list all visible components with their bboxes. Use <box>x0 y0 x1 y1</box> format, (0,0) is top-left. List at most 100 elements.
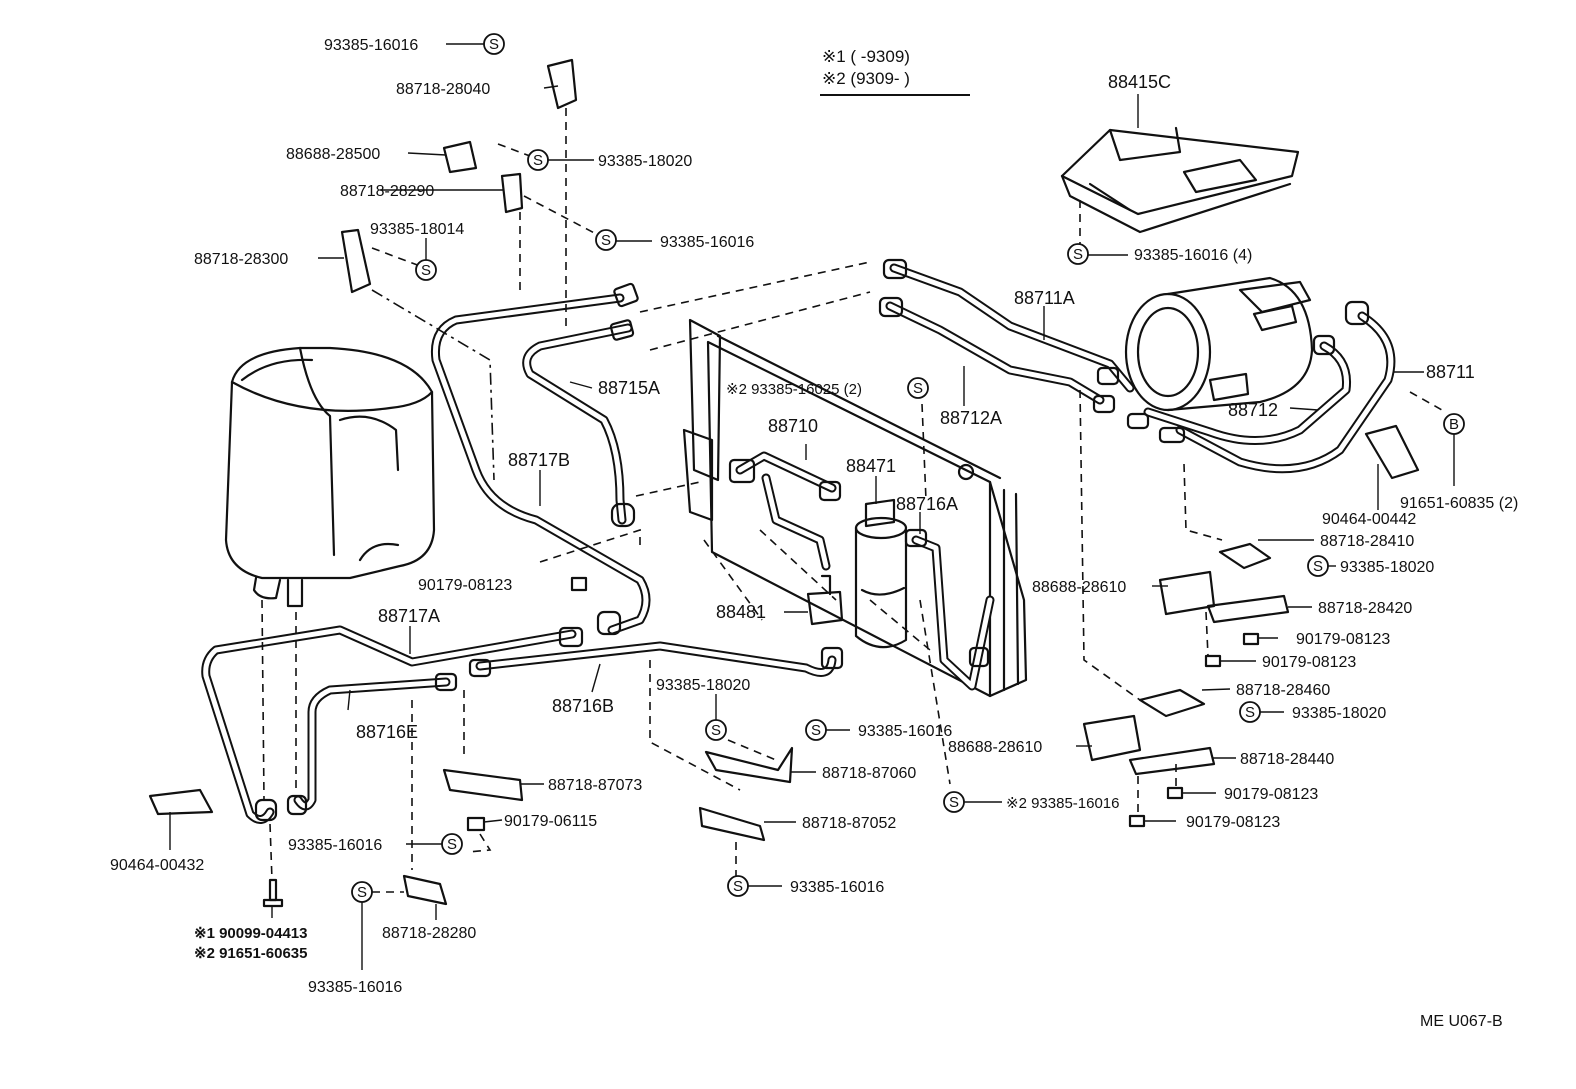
condenser-drawing <box>682 318 1028 698</box>
label-88481: 88481 <box>716 602 766 622</box>
s-symbol-14-letter: S <box>357 884 367 901</box>
fitting-nuts-drawing <box>254 258 1370 822</box>
s-symbol-5-letter: S <box>1073 246 1083 263</box>
label-88415C: 88415C <box>1108 72 1171 92</box>
s-symbol-1: S <box>483 33 505 55</box>
label-90179-08123-d: 90179-08123 <box>1224 786 1318 803</box>
s-symbol-10: S <box>805 719 827 741</box>
s-symbol-7-letter: S <box>1313 558 1323 575</box>
label-88710: 88710 <box>768 416 818 436</box>
s-symbol-9-letter: S <box>711 722 721 739</box>
label-93385-18020-a: 93385-18020 <box>598 153 692 170</box>
s-symbol-1-letter: S <box>489 36 499 53</box>
receiver-drier-drawing <box>854 498 908 649</box>
label-88718-87060: 88718-87060 <box>822 765 916 782</box>
s-symbol-11-letter: S <box>949 794 959 811</box>
s-symbol-9: S <box>705 719 727 741</box>
label-93385-16016-c: 93385-16016 <box>858 723 952 740</box>
label-90464-00442: 90464-00442 <box>1322 511 1416 528</box>
s-symbol-10-letter: S <box>811 722 821 739</box>
label-88718-28290: 88718-28290 <box>340 183 434 200</box>
b-symbol-1-letter: B <box>1449 416 1459 433</box>
s-symbol-8: S <box>1239 701 1261 723</box>
part-number-labels: 93385-16016 88718-28040 88688-28500 9338… <box>110 37 1518 996</box>
label-88718-28410: 88718-28410 <box>1320 533 1414 550</box>
label-93385-16016-g: 93385-16016 <box>308 979 402 996</box>
s-symbol-12: S <box>441 833 463 855</box>
label-88716A: 88716A <box>896 494 958 514</box>
label-88718-28040: 88718-28040 <box>396 81 490 98</box>
label-91651-60835-2: 91651-60835 (2) <box>1400 495 1518 512</box>
label-93385-18020-d: 93385-18020 <box>656 677 750 694</box>
s-symbol-13-letter: S <box>733 878 743 895</box>
label-93385-16016-b: 93385-16016 <box>660 234 754 251</box>
label-88718-28460: 88718-28460 <box>1236 682 1330 699</box>
s-symbol-2: S <box>527 149 549 171</box>
pressure-switch-drawing <box>806 574 844 626</box>
label-88712: 88712 <box>1228 400 1278 420</box>
label-93385-18020-b: 93385-18020 <box>1340 559 1434 576</box>
s-symbol-6-letter: S <box>913 380 923 397</box>
label-88717A: 88717A <box>378 606 440 626</box>
s-symbol-4: S <box>415 259 437 281</box>
s-symbol-8-letter: S <box>1245 704 1255 721</box>
label-88716B: 88716B <box>552 696 614 716</box>
label-93385-16025-2: ※2 93385-16025 (2) <box>726 381 862 398</box>
label-93385-16016-4: 93385-16016 (4) <box>1134 247 1252 264</box>
s-symbol-7: S <box>1307 555 1329 577</box>
s-symbol-13: S <box>727 875 749 897</box>
s-symbol-3-letter: S <box>601 232 611 249</box>
label-90179-08123-e: 90179-08123 <box>1186 814 1280 831</box>
variant-legend: ※1 ( -9309) ※2 (9309- ) <box>820 47 970 96</box>
b-symbol-1: B <box>1443 413 1465 435</box>
reservoir-tank-drawing <box>224 346 436 608</box>
label-88718-28440: 88718-28440 <box>1240 751 1334 768</box>
label-90099-04413: ※1 90099-04413 <box>194 925 308 942</box>
label-91651-60635: ※2 91651-60635 <box>194 945 308 962</box>
legend-line-1: ※1 ( -9309) <box>822 47 910 66</box>
s-symbol-14: S <box>351 881 373 903</box>
leader-lines <box>169 43 1455 970</box>
label-88717B: 88717B <box>508 450 570 470</box>
label-88718-28280: 88718-28280 <box>382 925 476 942</box>
legend-line-2: ※2 (9309- ) <box>822 69 910 88</box>
label-88718-87073: 88718-87073 <box>548 777 642 794</box>
clamps-brackets-drawing <box>148 58 1420 908</box>
label-88715A: 88715A <box>598 378 660 398</box>
label-88688-28610-b: 88688-28610 <box>948 739 1042 756</box>
label-93385-16016-e: ※2 93385-16016 <box>1006 795 1120 812</box>
label-93385-18014: 93385-18014 <box>370 221 464 238</box>
label-93385-18020-c: 93385-18020 <box>1292 705 1386 722</box>
s-symbol-12-letter: S <box>447 836 457 853</box>
label-88688-28610-a: 88688-28610 <box>1032 579 1126 596</box>
s-symbol-3: S <box>595 229 617 251</box>
diagram-reference-code: ME U067-B <box>1420 1013 1503 1030</box>
label-93385-16016-f: 93385-16016 <box>790 879 884 896</box>
s-symbol-11: S <box>943 791 965 813</box>
label-90179-08123-c: 90179-08123 <box>418 577 512 594</box>
label-88718-87052: 88718-87052 <box>802 815 896 832</box>
label-93385-16016-d: 93385-16016 <box>288 837 382 854</box>
s-symbol-5: S <box>1067 243 1089 265</box>
label-90179-08123-b: 90179-08123 <box>1262 654 1356 671</box>
s-symbol-2-letter: S <box>533 152 543 169</box>
label-88718-28300: 88718-28300 <box>194 251 288 268</box>
s-symbol-6: S <box>907 377 929 399</box>
label-88712A: 88712A <box>940 408 1002 428</box>
refrigerant-pipes-drawing <box>201 263 1396 824</box>
label-88711A: 88711A <box>1014 288 1075 308</box>
assembly-guide-lines <box>261 108 1443 893</box>
compressor-drawing <box>1124 276 1314 412</box>
label-90179-08123-a: 90179-08123 <box>1296 631 1390 648</box>
label-88688-28500: 88688-28500 <box>286 146 380 163</box>
label-90464-00432: 90464-00432 <box>110 857 204 874</box>
label-90179-06115: 90179-06115 <box>504 813 597 830</box>
label-93385-16016-top: 93385-16016 <box>324 37 418 54</box>
label-88711: 88711 <box>1426 362 1475 382</box>
label-88716E: 88716E <box>356 722 418 742</box>
label-88471: 88471 <box>846 456 896 476</box>
label-88718-28420: 88718-28420 <box>1318 600 1412 617</box>
s-symbol-4-letter: S <box>421 262 431 279</box>
